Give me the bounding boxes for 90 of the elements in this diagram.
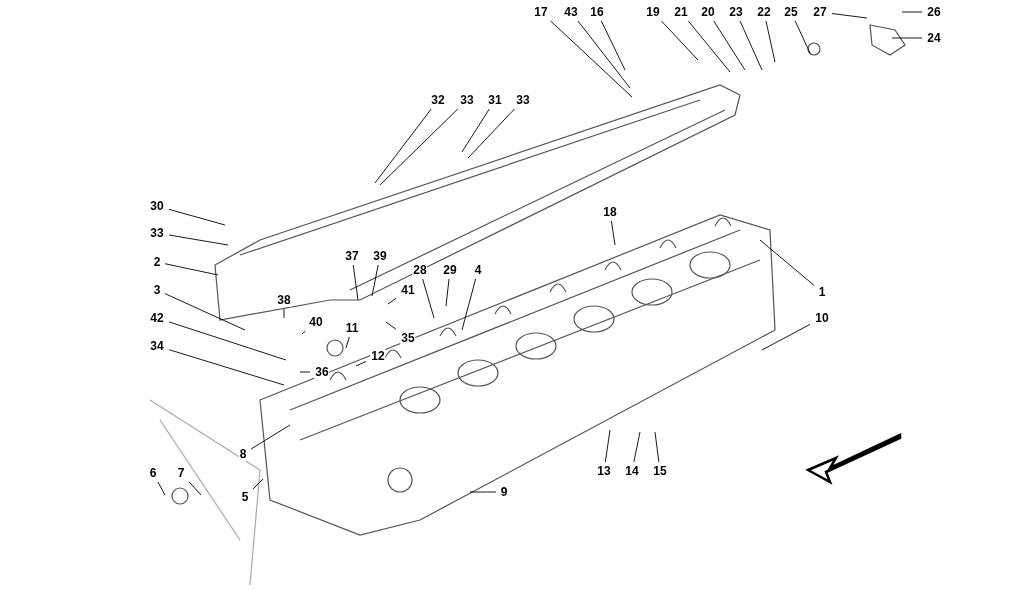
callout-number: 16 [589, 5, 605, 19]
leader-line [422, 278, 435, 319]
leader-line [761, 323, 811, 351]
leader-line [687, 20, 731, 73]
leader-line [633, 431, 641, 463]
leader-line [374, 108, 432, 184]
leader-line [759, 239, 815, 286]
callout-number: 33 [515, 93, 531, 107]
callout-number: 31 [487, 93, 503, 107]
callout-number: 11 [344, 321, 360, 335]
leader-line [252, 478, 264, 490]
callout-number: 10 [814, 311, 830, 325]
callout-number: 15 [652, 464, 668, 478]
callout-number: 13 [596, 464, 612, 478]
callout-number: 14 [624, 464, 640, 478]
leader-line [550, 20, 633, 98]
leader-line [661, 20, 699, 61]
leader-line [891, 37, 923, 39]
callout-number: 38 [276, 293, 292, 307]
leader-line [654, 431, 660, 463]
callout-number: 6 [148, 466, 158, 480]
leader-line [168, 234, 229, 246]
callout-number: 12 [370, 349, 386, 363]
callout-number: 25 [783, 5, 799, 19]
callout-number: 21 [673, 5, 689, 19]
callout-number: 19 [645, 5, 661, 19]
callout-number: 34 [149, 339, 165, 353]
callout-number: 3 [152, 283, 162, 297]
callout-number: 42 [149, 311, 165, 325]
leader-line [445, 278, 450, 307]
leader-line [168, 321, 287, 361]
callout-number: 36 [314, 365, 330, 379]
leader-line [831, 13, 868, 19]
leader-line [345, 336, 350, 349]
leader-line [604, 429, 611, 463]
callout-number: 2 [152, 255, 162, 269]
callout-number: 4 [473, 263, 483, 277]
leader-line [283, 308, 285, 319]
leader-line [301, 330, 306, 335]
callout-number: 30 [149, 199, 165, 213]
leader-line [577, 20, 631, 89]
leader-line [469, 491, 497, 493]
callout-number: 9 [499, 485, 509, 499]
callout-number: 33 [149, 226, 165, 240]
callout-number: 8 [238, 447, 248, 461]
leader-line [600, 20, 626, 71]
leader-line [385, 321, 397, 330]
callout-number: 39 [372, 249, 388, 263]
callout-number: 17 [533, 5, 549, 19]
leader-line [387, 297, 397, 305]
leader-line [168, 208, 226, 226]
leader-line [371, 264, 379, 297]
leader-line [355, 361, 367, 367]
leader-line [379, 108, 459, 186]
callout-number: 35 [400, 331, 416, 345]
callout-number: 20 [700, 5, 716, 19]
callout-number: 32 [430, 93, 446, 107]
leader-line [610, 220, 616, 246]
callout-number: 33 [459, 93, 475, 107]
leader-line [461, 278, 477, 331]
callout-number: 28 [412, 263, 428, 277]
leader-line [739, 20, 763, 71]
callout-number: 7 [176, 466, 186, 480]
callout-number: 37 [344, 249, 360, 263]
callout-number: 29 [442, 263, 458, 277]
callout-number: 40 [308, 315, 324, 329]
callout-number: 27 [812, 5, 828, 19]
leader-line [188, 481, 202, 496]
leader-line [794, 20, 811, 54]
callout-number: 18 [602, 205, 618, 219]
leader-line [467, 108, 515, 159]
leader-line [164, 293, 246, 331]
callout-number: 23 [728, 5, 744, 19]
leader-line [250, 424, 291, 450]
leader-line [352, 264, 359, 301]
leader-line [299, 371, 311, 373]
leader-line [461, 108, 490, 153]
leader-line [713, 20, 746, 71]
callout-number: 22 [756, 5, 772, 19]
callout-number: 5 [240, 490, 250, 504]
leader-line [157, 481, 166, 496]
leader-line [164, 263, 219, 276]
leader-line [901, 11, 923, 13]
callout-number: 24 [926, 31, 942, 45]
leader-line [168, 349, 285, 386]
leader-line [765, 20, 776, 63]
callout-number: 26 [926, 5, 942, 19]
callout-number: 41 [400, 283, 416, 297]
callout-number: 43 [563, 5, 579, 19]
callout-number: 1 [817, 285, 827, 299]
